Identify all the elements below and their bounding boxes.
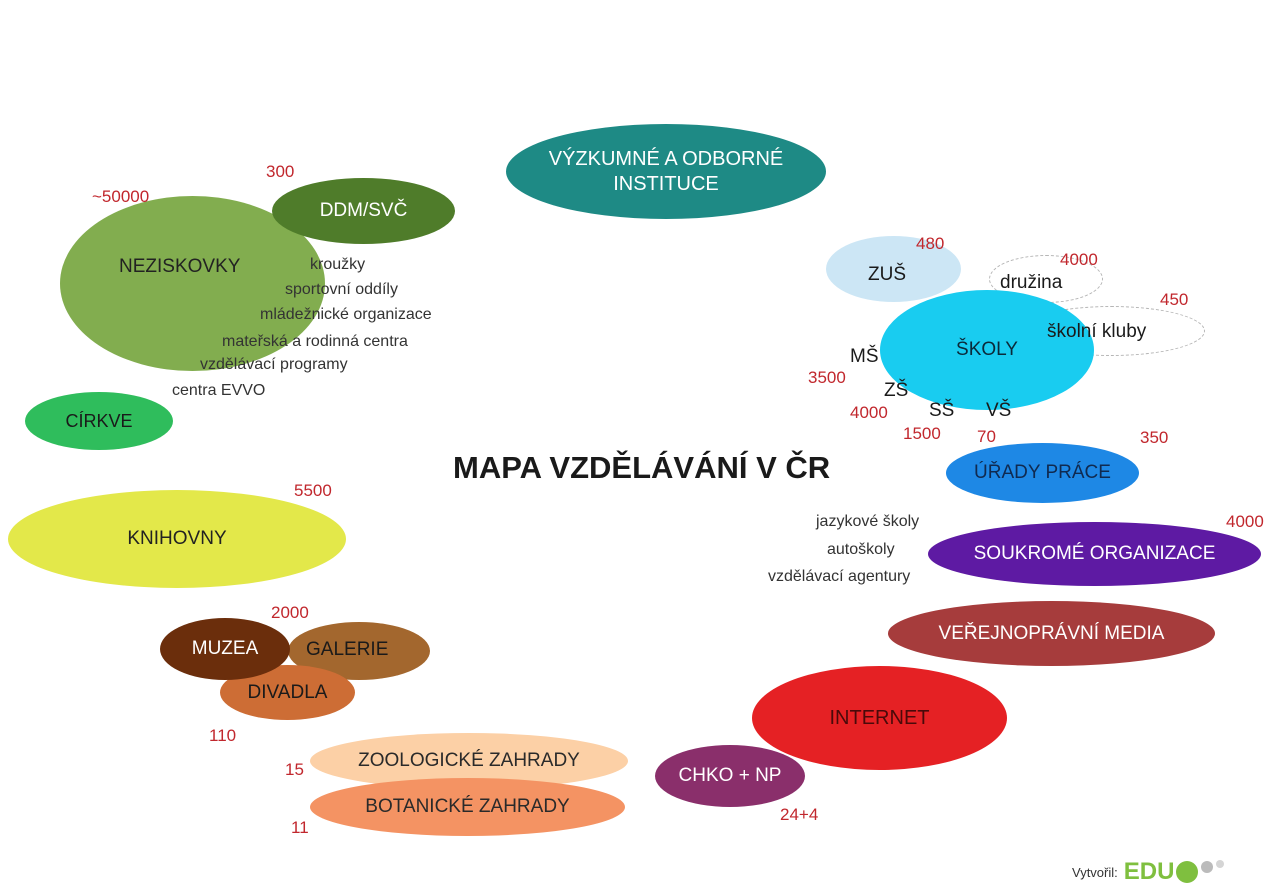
note-sportovni-oddily: sportovní oddíly [285, 281, 398, 298]
school-level-vs: VŠ [986, 400, 1012, 421]
soukrome-label: SOUKROMÉ ORGANIZACE [973, 543, 1216, 565]
chko-count: 24+4 [780, 805, 819, 824]
bubble-soukrome-organizace: SOUKROMÉ ORGANIZACE [928, 522, 1261, 586]
neziskovky-count: ~50000 [92, 187, 150, 206]
credit-label: Vytvořil: [1072, 864, 1118, 880]
media-label: VEŘEJNOPRÁVNÍ MEDIA [938, 622, 1165, 644]
vyzkumne-label-line2: INSTITUCE [613, 172, 719, 195]
school-level-vs-count: 70 [977, 427, 996, 446]
bubble-druzina [989, 255, 1103, 303]
druzina-label: družina [1000, 272, 1063, 293]
ddm-label: DDM/SVČ [319, 200, 408, 222]
galerie-label: GALERIE [306, 639, 389, 660]
bubble-vyzkumne-instituce: VÝZKUMNÉ A ODBORNÉ INSTITUCE [506, 124, 826, 219]
credit: Vytvořil: EDU [1072, 858, 1225, 886]
museum-group-count: 2000 [271, 603, 309, 622]
neziskovky-label: NEZISKOVKY [119, 256, 241, 277]
botanicke-label: BOTANICKÉ ZAHRADY [365, 796, 570, 818]
bubble-knihovny: KNIHOVNY [8, 490, 346, 588]
school-level-ms-count: 3500 [808, 368, 846, 387]
cirkve-label: CÍRKVE [65, 410, 133, 431]
divadla-count: 110 [209, 726, 237, 745]
logo-dot-icon-small [1201, 861, 1214, 873]
zoo-label: ZOOLOGICKÉ ZAHRADY [358, 750, 580, 772]
skolni-kluby-count: 450 [1160, 290, 1189, 309]
knihovny-label: KNIHOVNY [127, 528, 227, 550]
knihovny-count: 5500 [294, 481, 332, 500]
note-vzdelavaci-agentury: vzdělávací agentury [768, 568, 911, 585]
druzina-count: 4000 [1060, 250, 1098, 269]
internet-label: INTERNET [829, 706, 930, 729]
urady-label: ÚŘADY PRÁCE [974, 462, 1111, 484]
note-vzdelavaci-programy: vzdělávací programy [200, 356, 348, 373]
note-materska-centra: mateřská a rodinná centra [222, 333, 408, 350]
bubble-ddm-svc: DDM/SVČ [272, 178, 455, 244]
muzea-label: MUZEA [191, 638, 259, 660]
bubble-zus [826, 236, 961, 302]
chko-label: CHKO + NP [678, 765, 782, 787]
bubble-chko-np: CHKO + NP [655, 745, 805, 807]
zus-label: ZUŠ [868, 264, 906, 285]
school-level-ms: MŠ [850, 346, 879, 367]
bubble-verejnopravni-media: VEŘEJNOPRÁVNÍ MEDIA [888, 601, 1215, 666]
botanicke-count: 11 [291, 818, 309, 837]
urady-count: 350 [1140, 428, 1169, 447]
school-level-zs-count: 4000 [850, 403, 888, 422]
edu-logo: EDU [1123, 858, 1175, 885]
soukrome-count: 4000 [1226, 512, 1264, 531]
bubble-skoly: ŠKOLY [880, 290, 1094, 410]
bubble-muzea: MUZEA [160, 618, 290, 680]
skoly-label: ŠKOLY [956, 339, 1018, 361]
zoo-count: 15 [285, 760, 304, 779]
skolni-kluby-label: školní kluby [1047, 321, 1147, 342]
logo-dot-icon-tiny [1216, 860, 1225, 868]
map-title: MAPA VZDĚLÁVÁNÍ V ČR [453, 450, 831, 485]
school-level-zs: ZŠ [884, 380, 909, 401]
note-jazykove-skoly: jazykové školy [816, 513, 920, 530]
vyzkumne-label-line1: VÝZKUMNÉ A ODBORNÉ [548, 147, 784, 170]
bubble-urady-prace: ÚŘADY PRÁCE [946, 443, 1139, 503]
school-level-ss-count: 1500 [903, 424, 941, 443]
bubble-cirkve: CÍRKVE [25, 392, 173, 450]
note-krouzky: kroužky [310, 256, 366, 273]
logo-dot-icon [1176, 861, 1199, 883]
note-centra-evvo: centra EVVO [172, 382, 266, 399]
ddm-count: 300 [266, 162, 295, 181]
divadla-label: DIVADLA [247, 681, 328, 703]
bubble-botanicke-zahrady: BOTANICKÉ ZAHRADY [310, 778, 625, 836]
school-level-ss: SŠ [929, 400, 955, 421]
note-autoskoly: autoškoly [827, 541, 895, 558]
zus-count: 480 [916, 234, 945, 253]
bubble-internet: INTERNET [752, 666, 1007, 770]
note-mladeznicke-organizace: mládežnické organizace [260, 306, 432, 323]
